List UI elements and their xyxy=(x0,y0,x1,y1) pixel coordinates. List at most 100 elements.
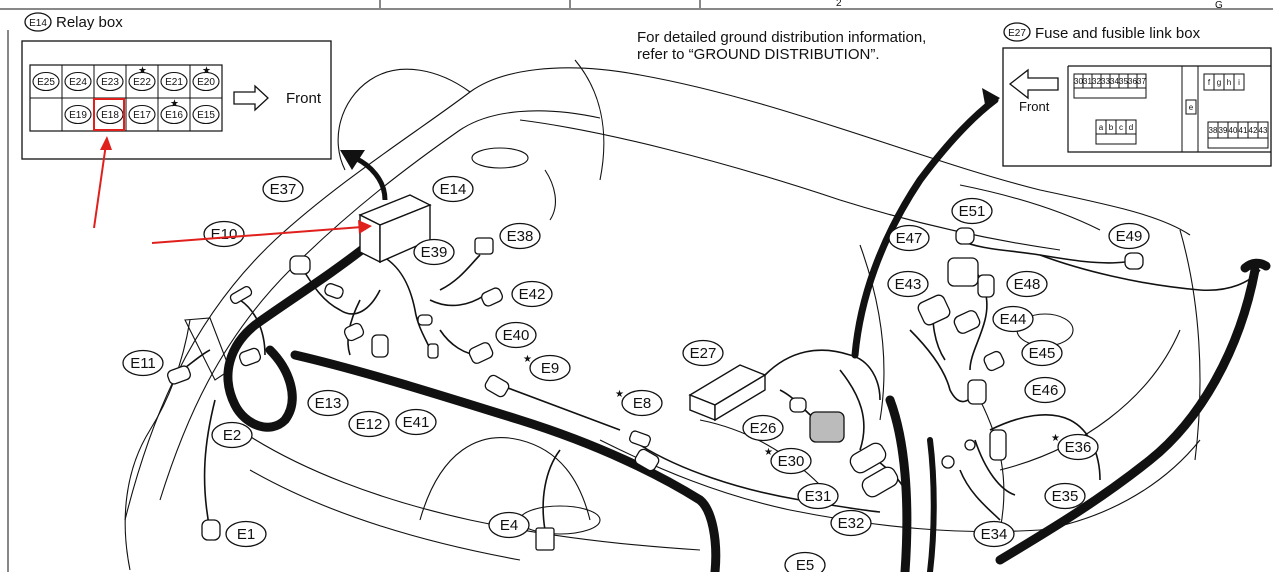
connector-label-e39: E39 xyxy=(413,238,455,266)
relay-slot-label: E18 xyxy=(101,110,119,121)
fuse-cell-label: 37 xyxy=(1137,77,1146,86)
relay-slot-e16: E16★ xyxy=(160,99,188,125)
relay-slot-label: E24 xyxy=(69,77,87,88)
connector-code: E49 xyxy=(1116,228,1143,245)
relay-slot-e18: E18 xyxy=(96,104,124,125)
annotation-arrows xyxy=(93,136,372,244)
connector-code: E27 xyxy=(690,345,717,362)
relay-slot-label: E17 xyxy=(133,110,151,121)
fuse-cell-label: 40 xyxy=(1229,126,1238,135)
star-mark: ★ xyxy=(764,447,773,458)
connector-code: E14 xyxy=(440,181,467,198)
fuse-cell-label: a xyxy=(1099,123,1104,132)
connector-code: E37 xyxy=(270,181,297,198)
relay-slot-label: E20 xyxy=(197,77,215,88)
connector-label-e30: E30 ★ xyxy=(764,447,812,475)
star-mark: ★ xyxy=(202,66,211,77)
connector-label-e49: E49 xyxy=(1108,222,1150,250)
connector-code: E5 xyxy=(796,557,814,572)
fuse-cell: 39 xyxy=(1217,121,1229,139)
fuse-cell-label: g xyxy=(1217,78,1221,87)
fuse-cell-label: 32 xyxy=(1092,77,1101,86)
relay-slot-e19: E19 xyxy=(64,104,92,125)
connector-code: E1 xyxy=(237,526,255,543)
connector-code: E12 xyxy=(356,416,383,433)
connector-code: E46 xyxy=(1032,382,1059,399)
connector-code: E32 xyxy=(838,515,865,532)
connector-code: E10 xyxy=(211,226,238,243)
connector-label-e38: E38 xyxy=(499,222,541,250)
connector-label-e35: E35 xyxy=(1044,482,1086,510)
connector-code: E31 xyxy=(805,488,832,505)
connector-code: E51 xyxy=(959,203,986,220)
fuse-cell-label: 30 xyxy=(1074,77,1083,86)
connector-code: E9 xyxy=(541,360,559,377)
connector-label-e26: E26 xyxy=(742,414,784,442)
connector-label-e14: E14 xyxy=(432,175,474,203)
relay-slot-e23: E23 xyxy=(96,71,124,92)
relay-slot-label: E19 xyxy=(69,110,87,121)
connector-label-e40: E40 xyxy=(495,321,537,349)
connector-label-e41: E41 xyxy=(395,408,437,436)
relay-slot-e15: E15 xyxy=(192,104,220,125)
fuse-cell: 40 xyxy=(1227,121,1239,139)
fuse-cell-label: 38 xyxy=(1209,126,1218,135)
star-mark: ★ xyxy=(523,354,532,365)
connector-code: E48 xyxy=(1014,276,1041,293)
connector-code: E40 xyxy=(503,327,530,344)
connector-code: E44 xyxy=(1000,311,1027,328)
connector-label-e2: E2 xyxy=(211,421,253,449)
fuse-cell: d xyxy=(1125,119,1137,135)
callout-arrow-fuse xyxy=(982,88,1000,110)
connector-label-e51: E51 xyxy=(951,197,993,225)
star-mark: ★ xyxy=(170,99,179,110)
relay-box-code: E14 xyxy=(29,18,47,29)
relay-slot-label: E25 xyxy=(37,77,55,88)
star-mark: ★ xyxy=(138,66,147,77)
fuse-cell-label: f xyxy=(1208,78,1211,87)
connector-label-e48: E48 xyxy=(1006,270,1048,298)
connector-code: E34 xyxy=(981,526,1008,543)
fuse-cell: 38 xyxy=(1207,121,1219,139)
relay-box-title: Relay box xyxy=(56,14,123,31)
connector-label-e4: E4 xyxy=(488,511,530,539)
connector-code: E11 xyxy=(130,355,156,372)
connector-label-e1: E1 xyxy=(225,520,267,548)
fuse-cell: e xyxy=(1185,99,1197,115)
fuse-cell: b xyxy=(1105,119,1117,135)
ground-note-line1: For detailed ground distribution informa… xyxy=(637,29,926,46)
fuse-front-label: Front xyxy=(1019,99,1050,114)
fuse-cell-label: i xyxy=(1238,78,1240,87)
connector-label-e8: E8★ xyxy=(615,389,663,417)
connector-shapes xyxy=(167,227,1144,551)
relay-slot-label: E22 xyxy=(133,77,151,88)
connector-label-e5: E5 xyxy=(784,551,826,577)
connector-code: E30 xyxy=(778,453,805,470)
relay-slot-label: E23 xyxy=(101,77,119,88)
connector-code: E4 xyxy=(500,517,518,534)
fuse-cell-label: 35 xyxy=(1119,77,1128,86)
ground-note: For detailed ground distribution informa… xyxy=(637,29,926,63)
connector-label-e11: E11 xyxy=(122,349,164,377)
relay-slot-e21: E21 xyxy=(160,71,188,92)
fuse-cell: a xyxy=(1095,119,1107,135)
relay-slot-label: E21 xyxy=(165,77,183,88)
relay-slot-e25: E25 xyxy=(32,71,60,92)
connector-label-e37: E37 xyxy=(262,175,304,203)
vehicle-outline xyxy=(124,59,1201,571)
connector-label-e46: E46 xyxy=(1024,376,1066,404)
fuse-cell: 37 xyxy=(1136,73,1147,89)
connector-label-e44: E44 xyxy=(992,305,1034,333)
connector-code: E2 xyxy=(223,427,241,444)
connector-code: E47 xyxy=(896,230,923,247)
connector-label-e45: E45 xyxy=(1021,339,1063,367)
fuse-cell: c xyxy=(1115,119,1127,135)
fuse-cell: h xyxy=(1223,73,1235,91)
connector-label-e42: E42 xyxy=(511,280,553,308)
relay-slot-e20: E20★ xyxy=(192,66,220,92)
fuse-cell: 42 xyxy=(1247,121,1259,139)
